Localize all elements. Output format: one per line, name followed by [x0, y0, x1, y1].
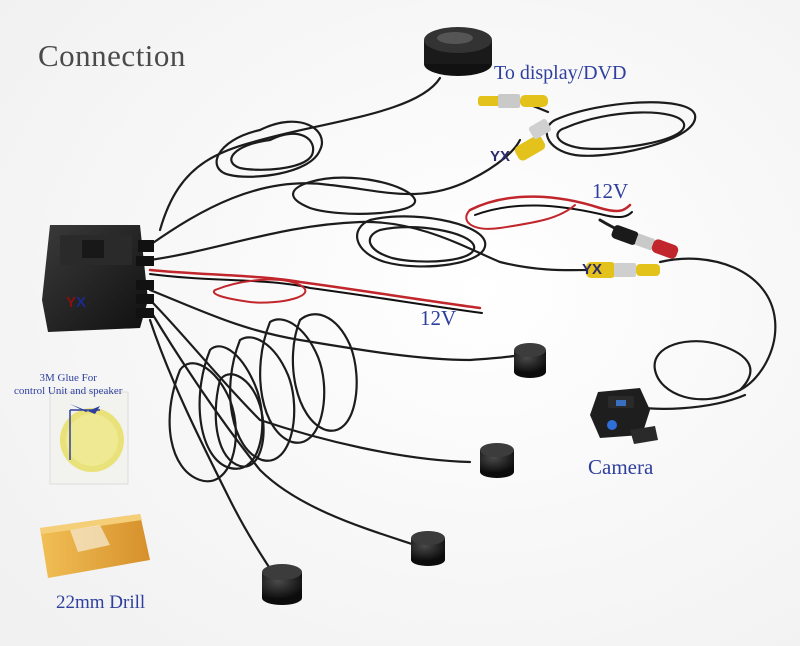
display-label: To display/DVD [494, 62, 627, 84]
glue-label-line1: 3M Glue For [39, 372, 97, 384]
brand-mark-power: YX [582, 261, 603, 278]
cable-bundle [148, 76, 777, 574]
drill-bit-box [40, 514, 150, 578]
buzzer-speaker [424, 27, 492, 76]
glue-sheet [49, 391, 129, 485]
control-unit [42, 225, 154, 332]
brand-mark-control-unit: YX [66, 294, 86, 311]
rca-connector-camera [586, 262, 660, 278]
power-label-mid: 12V [420, 306, 457, 330]
camera-unit [590, 388, 658, 444]
brand-mark-video: YX [490, 148, 511, 165]
rca-connector-video [478, 94, 552, 161]
power-wires [148, 195, 662, 314]
parking-sensors [262, 343, 546, 605]
page-title: Connection [38, 38, 186, 73]
glue-label: 3M Glue For control Unit and speaker [14, 372, 122, 398]
brand-mark-prefix: Y [66, 294, 77, 311]
brand-mark-suffix: X [76, 294, 87, 311]
power-label-top: 12V [592, 179, 629, 203]
glue-label-line2: control Unit and speaker [14, 385, 123, 397]
drill-label: 22mm Drill [56, 592, 146, 613]
dc-power-connector [611, 225, 679, 259]
camera-label: Camera [588, 455, 654, 479]
